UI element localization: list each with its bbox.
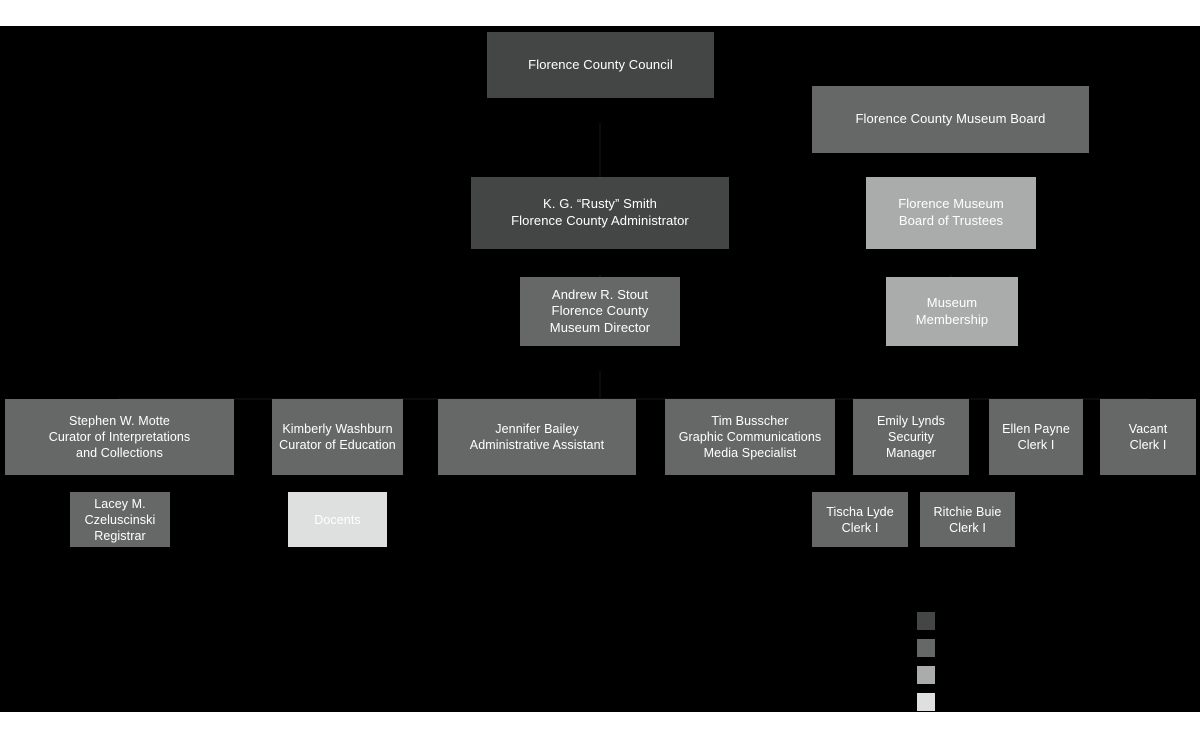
node-county-administrator[interactable]: K. G. “Rusty” Smith Florence County Admi… [471,177,729,249]
node-clerk-vacant[interactable]: Vacant Clerk I [1100,399,1196,475]
node-curator-collections[interactable]: Stephen W. Motte Curator of Interpretati… [5,399,234,475]
org-chart-canvas: Florence County Council Florence County … [0,26,1200,712]
node-museum-membership[interactable]: Museum Membership [886,277,1018,346]
connector-director-to-staff-bus [599,371,601,399]
legend [0,26,1200,712]
legend-swatch-level-4 [917,693,935,711]
node-county-council[interactable]: Florence County Council [487,32,714,98]
node-clerk-lyde[interactable]: Tischa Lyde Clerk I [812,492,908,547]
node-museum-director[interactable]: Andrew R. Stout Florence County Museum D… [520,277,680,346]
node-administrative-assistant[interactable]: Jennifer Bailey Administrative Assistant [438,399,636,475]
legend-swatch-level-1 [917,612,935,630]
node-security-manager[interactable]: Emily Lynds Security Manager [853,399,969,475]
node-clerk-payne[interactable]: Ellen Payne Clerk I [989,399,1083,475]
connector-council-to-administrator [599,123,601,201]
node-board-of-trustees[interactable]: Florence Museum Board of Trustees [866,177,1036,249]
node-clerk-buie[interactable]: Ritchie Buie Clerk I [920,492,1015,547]
node-media-specialist[interactable]: Tim Busscher Graphic Communications Medi… [665,399,835,475]
node-registrar[interactable]: Lacey M. Czeluscinski Registrar [70,492,170,547]
legend-swatch-level-3 [917,666,935,684]
node-curator-education[interactable]: Kimberly Washburn Curator of Education [272,399,403,475]
node-museum-board[interactable]: Florence County Museum Board [812,86,1089,153]
node-docents[interactable]: Docents [288,492,387,547]
legend-swatch-level-2 [917,639,935,657]
